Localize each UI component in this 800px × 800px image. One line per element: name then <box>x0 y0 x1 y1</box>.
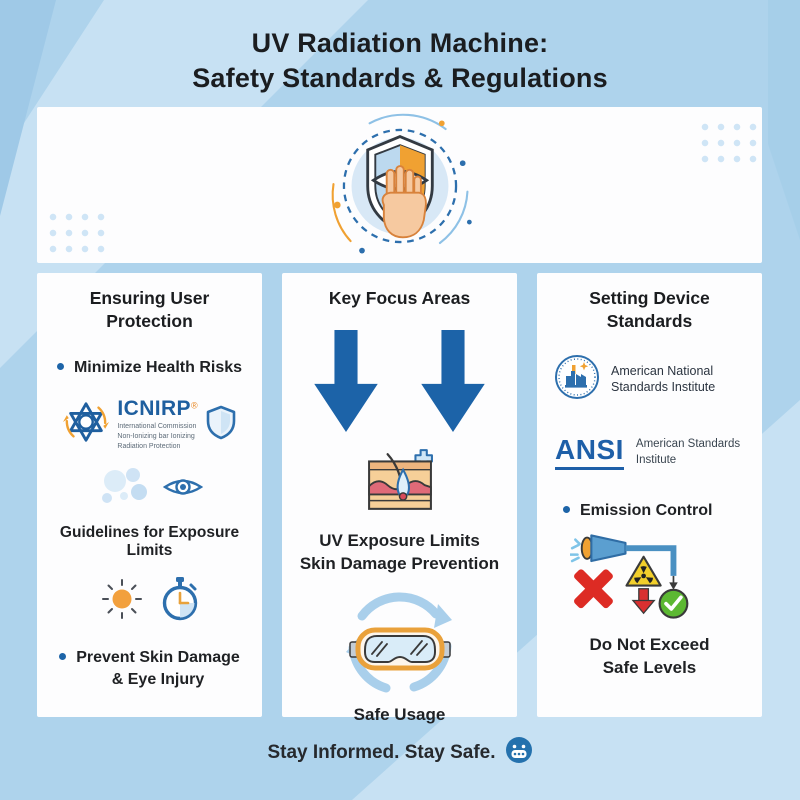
icnirp-logo-block: ICNIRP® International Commission Non-Ion… <box>63 398 235 451</box>
ansi-wordmark-label-line: Institute <box>635 453 677 466</box>
sun-icon <box>100 577 144 626</box>
icnirp-acronym: ICNIRP <box>117 397 191 421</box>
shield-icon <box>206 404 236 445</box>
column-header-line: Setting Device <box>589 288 710 308</box>
sun-and-stopwatch-row <box>100 576 200 627</box>
decorative-dot-grid-right <box>697 119 759 165</box>
bullet-label-line: Prevent Skin Damage <box>76 649 240 667</box>
icnirp-atom-icon <box>63 399 110 450</box>
icnirp-text-block: ICNIRP® International Commission Non-Ion… <box>117 398 197 451</box>
bullet-dot <box>563 505 570 513</box>
bullet-label: Emission Control <box>580 501 713 519</box>
column-device-standards: Setting Device Standards American Nation… <box>537 273 762 717</box>
hero-panel <box>37 107 762 263</box>
column-header-line: Protection <box>106 310 193 331</box>
down-arrow-icon <box>314 329 378 437</box>
caption-safe-usage: Safe Usage <box>353 704 446 724</box>
ansi-wordmark-label-line: American Standards <box>635 437 741 450</box>
smiley-face-icon <box>505 736 533 770</box>
ansi-wordmark-block: ANSI American Standards Institute <box>537 435 762 470</box>
soft-blobs-icon <box>97 465 153 514</box>
ansi-seal-block: American National Standards Institute <box>537 353 762 406</box>
caption-do-not-exceed: Do Not Exceed Safe Levels <box>590 634 710 680</box>
ansi-seal-icon <box>553 353 601 406</box>
ansi-seal-label-line: American National <box>611 363 714 378</box>
caption-guidelines: Guidelines for Exposure Limits <box>59 524 240 560</box>
uv-emission-limit-icon <box>568 533 730 626</box>
footer-message: Stay Informed. Stay Safe. <box>267 742 496 763</box>
bullet-emission-control: Emission Control <box>537 500 712 522</box>
bullet-dot <box>56 362 64 370</box>
caption-line: Do Not Exceed <box>589 635 710 655</box>
icnirp-subtitle-line: Non-Ionizing bar Ionizing <box>117 432 195 440</box>
column-header-key-focus: Key Focus Areas <box>328 288 471 308</box>
bullet-label-line: & Eye Injury <box>111 671 205 689</box>
bullet-label: Minimize Health Risks <box>73 358 243 376</box>
down-arrows-row <box>282 329 517 437</box>
bullet-minimize-health-risks: Minimize Health Risks <box>56 357 243 379</box>
icnirp-subtitle-line: International Commission <box>117 423 197 431</box>
skin-cross-section-icon <box>366 448 434 516</box>
down-arrow-icon <box>421 329 485 437</box>
page-title-line2: Safety Standards & Regulations <box>192 62 608 93</box>
decorative-dot-grid-left <box>45 209 107 255</box>
ansi-wordmark: ANSI <box>555 435 624 470</box>
column-key-focus: Key Focus Areas <box>282 273 517 724</box>
eye-icon <box>162 475 203 504</box>
column-header-user-protection: Ensuring User Protection <box>90 287 210 333</box>
bullet-label: Prevent Skin Damage & Eye Injury <box>76 647 240 690</box>
ansi-wordmark-label: American Standards Institute <box>636 437 740 468</box>
caption-line: UV Exposure Limits <box>319 530 480 550</box>
icnirp-subtitle-line: Radiation Protection <box>117 442 181 450</box>
caption-uv-limits: UV Exposure Limits Skin Damage Preventio… <box>300 530 499 576</box>
caption-line: Safe Levels <box>602 658 697 678</box>
caption-line: Skin Damage Prevention <box>299 553 500 573</box>
page-title-line1: UV Radiation Machine: <box>251 28 549 58</box>
footer: Stay Informed. Stay Safe. <box>0 736 800 770</box>
shield-eye-hand-icon <box>324 110 476 267</box>
stopwatch-icon <box>160 576 200 627</box>
bullet-prevent-damage: Prevent Skin Damage & Eye Injury <box>59 647 240 690</box>
column-header-line: Ensuring User <box>89 288 210 308</box>
column-user-protection: Ensuring User Protection Minimize Health… <box>37 273 262 717</box>
page-title: UV Radiation Machine: Safety Standards &… <box>0 26 800 95</box>
ansi-seal-label-line: Standards Institute <box>611 380 716 394</box>
column-header-device-standards: Setting Device Standards <box>589 287 710 333</box>
blobs-and-eye-row <box>97 465 203 514</box>
column-header-line: Standards <box>606 310 693 331</box>
registered-mark: ® <box>190 400 198 411</box>
safety-goggles-recycle-icon <box>337 586 463 703</box>
ansi-seal-label: American National Standards Institute <box>611 363 715 396</box>
icnirp-subtitle: International Commission Non-Ionizing ba… <box>117 422 197 451</box>
bullet-dot <box>59 653 67 661</box>
